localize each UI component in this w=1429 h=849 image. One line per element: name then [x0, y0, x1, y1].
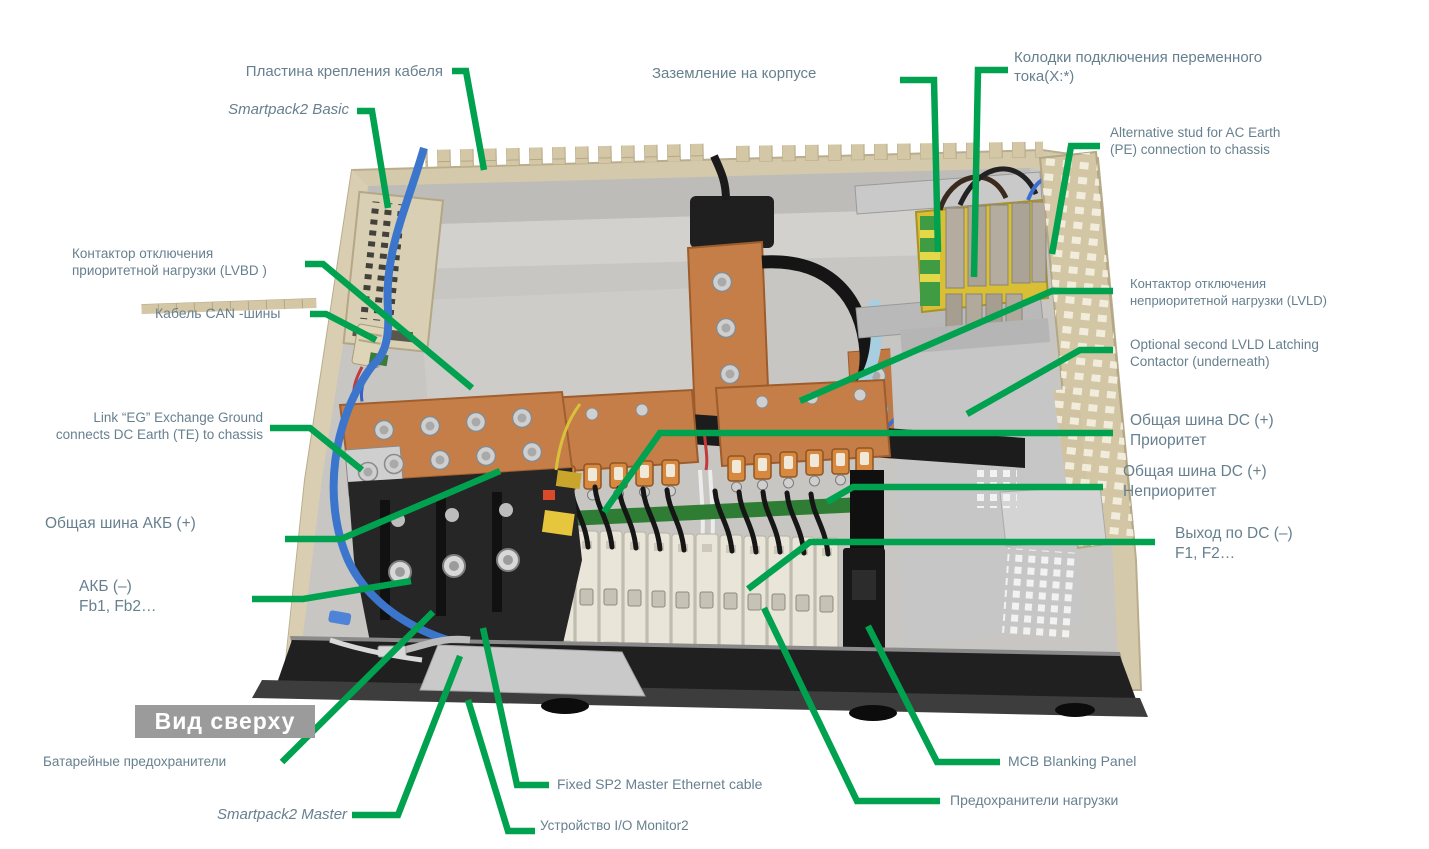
label-optional-lvld: Optional second LVLD Latching Contactor … [1130, 337, 1319, 370]
dc-distribution-copper-plates [546, 378, 892, 546]
label-smartpack2-basic: Smartpack2 Basic [228, 101, 349, 118]
yellow-tape [541, 509, 575, 536]
callout-smartpack2-master [352, 654, 464, 819]
fuse-monitor-pcb [548, 496, 884, 527]
callout-dc-non-priority [825, 483, 1103, 505]
smartpack2-basic-unit [342, 190, 445, 353]
label-load-fuses: Предохранители нагрузки [950, 792, 1119, 808]
label-cable-plate: Пластина крепления кабеля [245, 63, 443, 80]
label-battery-minus: АКБ (–) Fb1, Fb2… [79, 578, 157, 615]
label-link-eg: Link “EG” Exchange Ground connects DC Ea… [55, 410, 263, 443]
label-dc-bus-non-priority: Общая шина DC (+) Неприоритет [1123, 463, 1267, 500]
callout-dc-output [746, 538, 1155, 592]
callout-smartpack2-basic [357, 107, 392, 209]
callout-battery-minus [252, 577, 412, 603]
label-fixed-ethernet: Fixed SP2 Master Ethernet cable [557, 776, 763, 792]
label-io-monitor2: Устройство I/O Monitor2 [540, 818, 689, 833]
label-ac-terminals: Колодки подключения переменного тока(X:*… [1014, 49, 1263, 86]
label-can-cable: Кабель CAN -шины [155, 305, 281, 321]
callout-mcb-blanking [865, 624, 1000, 766]
callout-lvbd [305, 260, 475, 391]
label-lvld-contactor: Контактор отключения неприоритетной нагр… [1130, 276, 1327, 308]
left-comb [141, 291, 317, 315]
blue-connector [328, 610, 352, 626]
callout-lvld [798, 287, 1113, 404]
callout-alt-stud [1048, 142, 1100, 255]
callout-link-eg [270, 424, 365, 473]
callout-load-fuses [761, 606, 940, 805]
callout-cable-plate [452, 67, 488, 171]
callout-dc-priority [601, 429, 1113, 514]
label-dc-output-minus: Выход по DC (–) F1, F2… [1175, 525, 1293, 562]
label-battery-bus-plus: Общая шина АКБ (+) [45, 515, 196, 532]
callout-lines [252, 66, 1155, 835]
label-mcb-blanking: MCB Blanking Panel [1008, 753, 1137, 769]
right-floor [890, 318, 1107, 648]
view-badge: Вид сверху [135, 705, 315, 738]
label-smartpack2-master: Smartpack2 Master [217, 806, 348, 823]
label-battery-fuses: Батарейные предохранители [43, 754, 227, 769]
callout-io-monitor [464, 699, 535, 835]
callout-battery-bus [285, 468, 502, 543]
label-alt-ac-earth-stud: Alternative stud for AC Earth (PE) conne… [1110, 125, 1281, 158]
callout-chassis-ground [900, 76, 942, 253]
callout-optional-lvld [965, 346, 1113, 417]
label-lvbd-contactor: Контактор отключения приоритетной нагруз… [72, 246, 267, 279]
label-chassis-ground: Заземление на корпусе [652, 65, 817, 82]
io-monitor-front-plate [419, 644, 646, 697]
label-dc-bus-priority: Общая шина DC (+) Приоритет [1130, 412, 1274, 449]
callout-fixed-ethernet [479, 627, 549, 789]
callout-can-cable [310, 310, 378, 343]
callout-ac-terminals [970, 66, 1008, 278]
